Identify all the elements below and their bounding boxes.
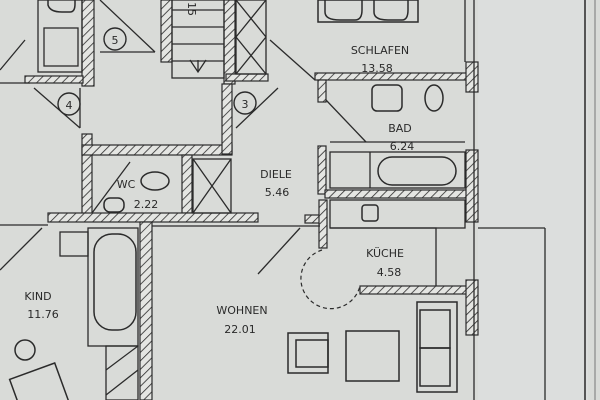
room-kind: KIND 11.76: [24, 290, 58, 321]
room-bad: BAD 6.24: [388, 122, 414, 153]
room-name: WC: [117, 178, 136, 191]
staircase: [171, 0, 225, 79]
room-diele: DIELE 5.46: [260, 168, 292, 199]
door-marker-label: 3: [242, 98, 249, 111]
room-name: BAD: [388, 122, 412, 135]
room-area: 2.22: [134, 198, 159, 211]
room-area: 11.76: [27, 308, 59, 321]
room-schlafen: SCHLAFEN 13.58: [351, 44, 409, 75]
room-wc: WC 2.22: [117, 178, 159, 211]
room-wohnen: WOHNEN 22.01: [216, 304, 267, 336]
room-name: WOHNEN: [216, 304, 267, 317]
room-name: SCHLAFEN: [351, 44, 409, 57]
room-area: 22.01: [224, 323, 256, 336]
door-marker-3: 3: [233, 91, 257, 115]
fixtures: [0, 0, 546, 400]
door-marker-label: 4: [66, 99, 73, 112]
door-marker-5: 5: [103, 27, 127, 51]
stair-label: 15: [185, 2, 198, 16]
door-marker-label: 5: [112, 34, 119, 47]
paper-margin: [478, 0, 588, 400]
shaft: [192, 158, 232, 214]
room-area: 6.24: [390, 140, 415, 153]
room-area: 5.46: [265, 186, 290, 199]
room-area: 13.58: [361, 62, 393, 75]
room-name: DIELE: [260, 168, 292, 181]
door-marker-4: 4: [57, 92, 81, 116]
room-name: KÜCHE: [366, 247, 404, 260]
room-kueche: KÜCHE 4.58: [366, 247, 404, 279]
room-area: 4.58: [377, 266, 402, 279]
room-name: KIND: [24, 290, 51, 303]
